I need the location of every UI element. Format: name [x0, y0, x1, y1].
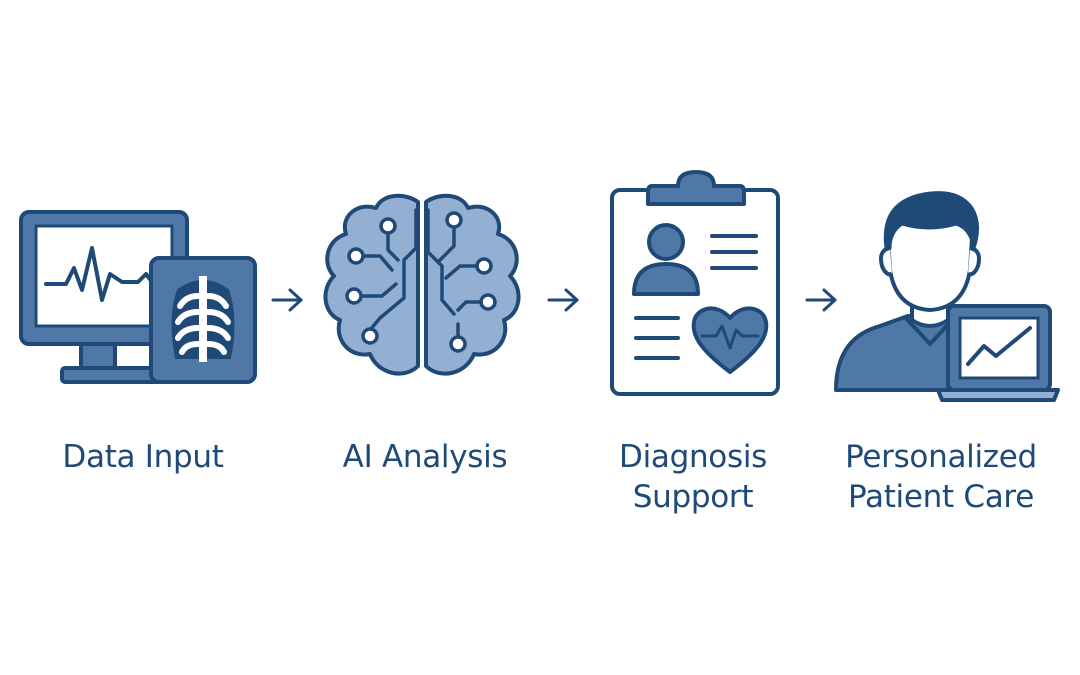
brain-circuit-icon — [323, 193, 521, 376]
right-arrow-icon — [547, 288, 579, 312]
step-label-diagnosis-support: Diagnosis Support — [578, 437, 808, 517]
label-line: Patient Care — [848, 479, 1034, 515]
right-arrow-icon — [271, 288, 303, 312]
patient-laptop-icon — [834, 191, 1060, 402]
step-label-personalized-patient-care: Personalized Patient Care — [826, 437, 1056, 517]
step-label-ai-analysis: AI Analysis — [310, 437, 540, 477]
label-line: Personalized — [845, 439, 1037, 475]
monitor-xray-icon — [19, 210, 257, 384]
label-line: Data Input — [62, 439, 224, 475]
label-line: AI Analysis — [342, 439, 508, 475]
clipboard-report-icon — [610, 170, 780, 396]
label-line: Diagnosis — [619, 439, 767, 475]
label-line: Support — [632, 479, 754, 515]
right-arrow-icon — [805, 288, 837, 312]
step-label-data-input: Data Input — [28, 437, 258, 477]
